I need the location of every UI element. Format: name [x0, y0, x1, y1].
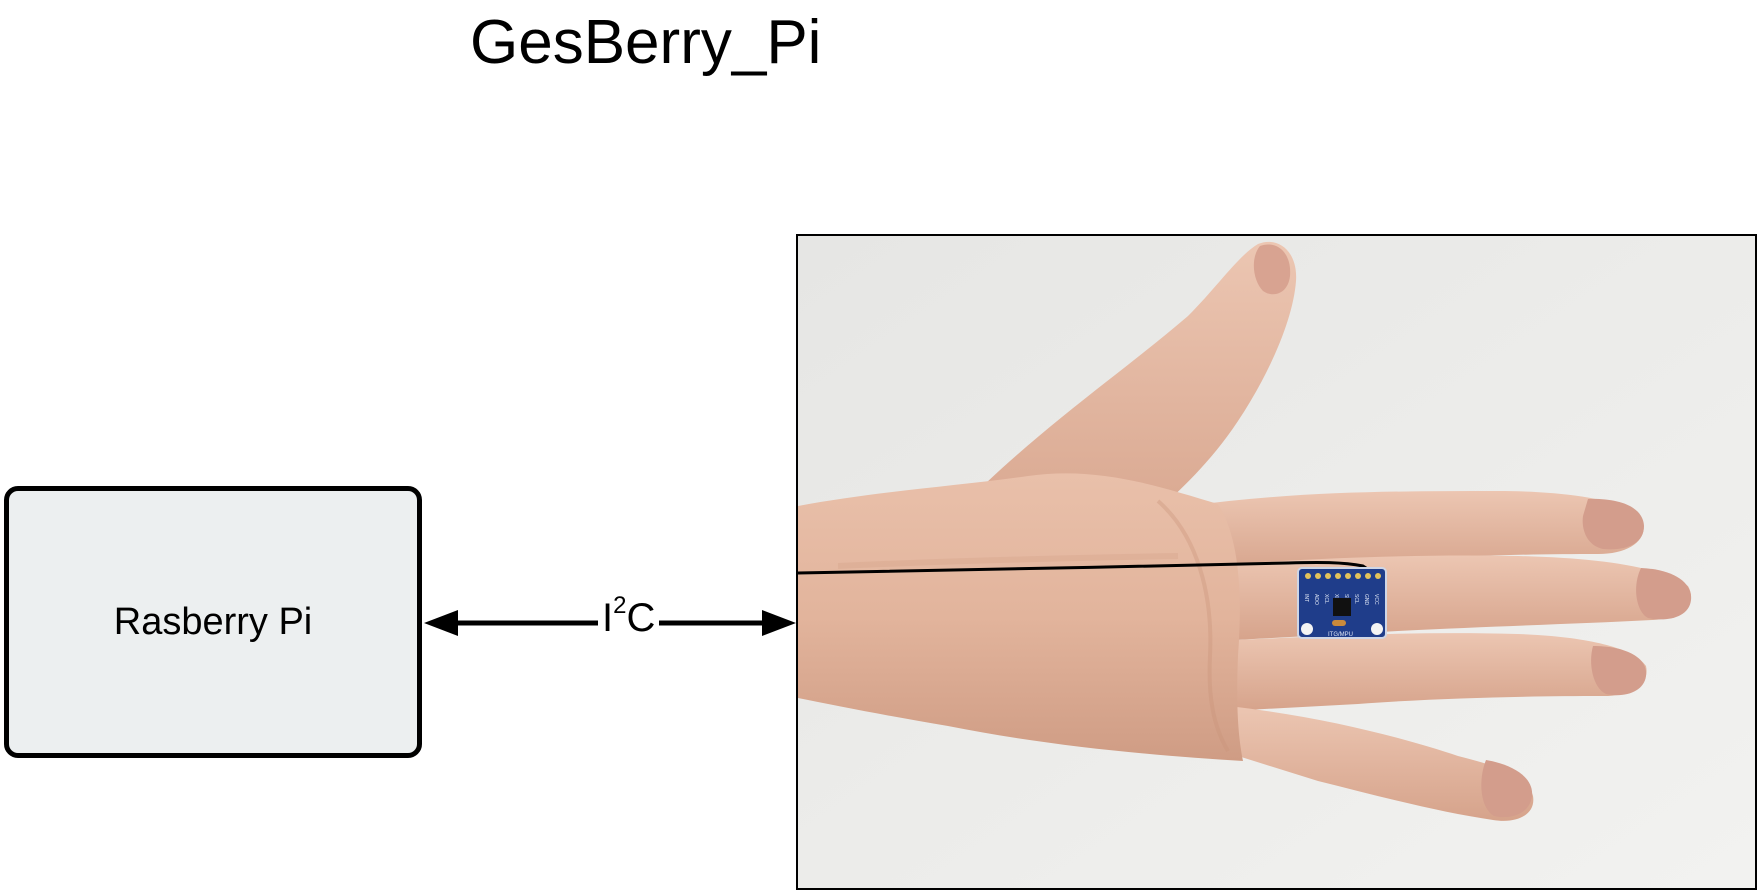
raspberry-pi-block: Rasberry Pi [4, 486, 422, 758]
middle-fingernail [1636, 568, 1692, 620]
little-fingernail [1481, 760, 1533, 818]
svg-text:XCL: XCL [1323, 594, 1329, 604]
ring-fingernail [1591, 646, 1647, 696]
hand-illustration: INT ADO XCL XDA SDA SCL GND VCC ITG/MPU [798, 236, 1755, 888]
little-finger [1228, 706, 1534, 821]
index-fingernail [1582, 498, 1644, 550]
svg-text:ADO: ADO [1313, 594, 1319, 605]
sensor-chip [1333, 598, 1351, 616]
knuckle-shading [1156, 499, 1230, 753]
ring-finger [1218, 633, 1647, 711]
svg-text:SCL: SCL [1353, 594, 1359, 604]
tendon-shading [837, 553, 1179, 569]
i2c-label-i: I [602, 596, 614, 640]
i2c-label: I2C [598, 594, 660, 640]
diagram-title: GesBerry_Pi [470, 8, 822, 77]
sensor-board: INT ADO XCL XDA SDA SCL GND VCC ITG/MPU [1297, 567, 1387, 639]
arrowhead-right [762, 610, 796, 636]
svg-text:GND: GND [1363, 594, 1369, 606]
arrowhead-left [424, 610, 458, 636]
sensor-capacitor [1332, 620, 1346, 626]
sensor-wire [798, 560, 1373, 575]
sensor-mount-hole-left [1301, 623, 1313, 635]
svg-text:VCC: VCC [1373, 594, 1379, 605]
sensor-silkscreen: ITG/MPU [1328, 632, 1353, 638]
back-of-hand [798, 473, 1243, 761]
i2c-label-c: C [626, 596, 656, 640]
i2c-label-superscript: 2 [613, 592, 627, 619]
hand-photo-frame: INT ADO XCL XDA SDA SCL GND VCC ITG/MPU [796, 234, 1757, 890]
thumbnail [1253, 244, 1291, 295]
sensor-board-pins [1305, 573, 1381, 579]
svg-text:INT: INT [1303, 594, 1309, 602]
raspberry-pi-label: Rasberry Pi [113, 600, 313, 643]
index-finger [1188, 491, 1644, 576]
sensor-mount-hole-right [1371, 623, 1383, 635]
